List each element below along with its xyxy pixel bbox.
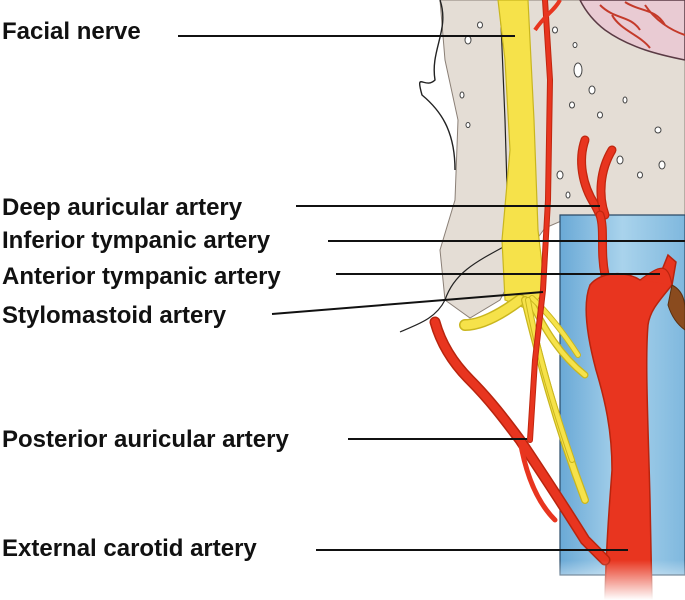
brain-vessels — [599, 1, 685, 49]
label-facial-nerve: Facial nerve — [2, 18, 141, 45]
small-artery-top — [533, 0, 562, 32]
vein-stub — [667, 284, 685, 331]
bone-edge — [418, 0, 456, 171]
label-anterior-tympanic-artery: Anterior tympanic artery — [2, 263, 281, 290]
label-external-carotid-artery: External carotid artery — [2, 535, 257, 562]
bone-pores — [459, 21, 666, 199]
label-inferior-tympanic-artery: Inferior tympanic artery — [2, 227, 271, 254]
label-deep-auricular-artery: Deep auricular artery — [2, 194, 243, 221]
label-posterior-auricular-artery: Posterior auricular artery — [2, 426, 289, 453]
stylohyoid-line — [399, 237, 521, 333]
facial-nerve-branches — [459, 294, 589, 504]
leader-stylomastoid — [271, 291, 544, 315]
brain-tissue — [579, 0, 685, 61]
leader-lines — [178, 35, 685, 551]
external-carotid-artery — [585, 253, 677, 600]
label-stylomastoid-artery: Stylomastoid artery — [2, 302, 227, 329]
